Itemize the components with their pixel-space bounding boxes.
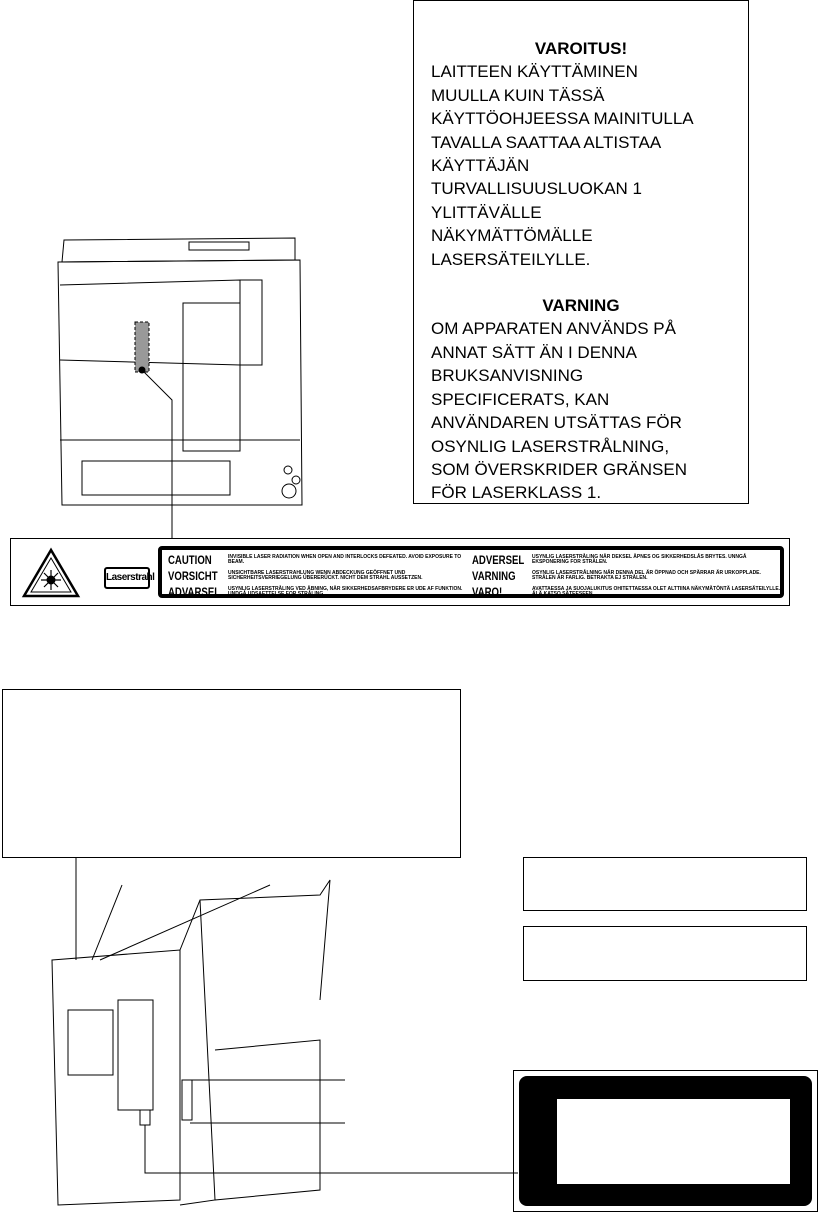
warning-sv-text: OM APPARATEN ANVÄNDS PÅ ANNAT SÄTT ÄN I D… bbox=[431, 317, 748, 504]
laser-caution-label bbox=[10, 538, 790, 606]
label-callout-box-3 bbox=[523, 926, 807, 981]
warning-line: ANNAT SÄTT ÄN I DENNA bbox=[431, 342, 637, 362]
warning-line: LASERSÄTEILYLLE. bbox=[431, 249, 591, 269]
warning-line: SPECIFICERATS, KAN bbox=[431, 389, 610, 409]
warning-line: NÄKYMÄTTÖMÄLLE bbox=[431, 226, 593, 246]
laser-warning-box: VAROITUS! LAITTEEN KÄYTTÄMINEN MUULLA KUI… bbox=[413, 0, 749, 504]
caution-text: OSYNLIG LASERSTRÅLNING NÄR DENNA DEL ÄR … bbox=[532, 569, 761, 581]
warning-line: ANVÄNDAREN UTSÄTTAS FÖR bbox=[431, 413, 682, 433]
caution-row: VARNING OSYNLIG LASERSTRÅLNING NÄR DENNA … bbox=[472, 568, 782, 584]
warning-line: OSYNLIG LASERSTRÅLNING, bbox=[431, 436, 670, 456]
caution-heading: ADVERSEL bbox=[472, 553, 525, 567]
warning-line: MUULLA KUIN TÄSSÄ bbox=[431, 85, 605, 105]
printer-rear-illustration bbox=[51, 858, 518, 1206]
warning-line: FÖR LASERKLASS 1. bbox=[431, 483, 602, 503]
warning-fi-title: VAROITUS! bbox=[534, 39, 628, 58]
caution-row: ADVERSEL USYNLIG LASERSTRÅLING NÅR DEKSEL… bbox=[472, 552, 782, 568]
warning-line: KÄYTTÄJÄN bbox=[431, 156, 530, 176]
caution-heading: ADVARSEL bbox=[168, 585, 221, 599]
caution-text: USYNLIG LASERSTRÅLING NÅR DEKSEL ÅPNES O… bbox=[532, 553, 747, 565]
warning-line: OM APPARATEN ANVÄNDS PÅ bbox=[431, 319, 676, 339]
caution-row: VORSICHT UNSICHTBARE LASERSTRAHLUNG WENN … bbox=[168, 568, 478, 584]
caution-text: UNSICHTBARE LASERSTRAHLUNG WENN ABDECKUN… bbox=[228, 569, 423, 581]
caution-row: CAUTION INVISIBLE LASER RADIATION WHEN OP… bbox=[168, 552, 478, 568]
label-callout-box-2 bbox=[523, 857, 807, 911]
warning-line: BRUKSANVISNING bbox=[431, 366, 584, 386]
warning-line: KÄYTTÖOHJEESSA MAINITULLA bbox=[431, 109, 694, 129]
warning-line: YLITTÄVÄLLE bbox=[431, 202, 542, 222]
caution-heading: VORSICHT bbox=[168, 569, 218, 583]
label-callout-box bbox=[2, 689, 461, 858]
caution-text: INVISIBLE LASER RADIATION WHEN OPEN AND … bbox=[228, 553, 462, 565]
caution-row: ADVARSEL USYNLIG LASERSTRÅLING VED ÅBNING… bbox=[168, 584, 478, 600]
caution-heading: VARO! bbox=[472, 585, 503, 599]
laser-hazard-icon bbox=[21, 547, 81, 598]
caution-heading: VARNING bbox=[472, 569, 516, 583]
warning-line: TURVALLISUUSLUOKAN 1 bbox=[431, 179, 642, 199]
caution-heading: CAUTION bbox=[168, 553, 212, 567]
warning-line: TAVALLA SAATTAA ALTISTAA bbox=[431, 132, 662, 152]
laserstrahl-tag: Laserstrahl bbox=[104, 567, 155, 589]
printer-front-illustration bbox=[57, 237, 303, 538]
certification-label bbox=[513, 1070, 818, 1212]
warning-fi-text: LAITTEEN KÄYTTÄMINEN MUULLA KUIN TÄSSÄ KÄY… bbox=[431, 60, 748, 271]
caution-row: VARO! AVATTAESSA JA SUOJALUKITUS OHITETTA… bbox=[472, 584, 782, 600]
warning-sv-title: VARNING bbox=[542, 296, 620, 316]
caution-text: AVATTAESSA JA SUOJALUKITUS OHITETTAESSA … bbox=[532, 585, 781, 597]
caution-text: USYNLIG LASERSTRÅLING VED ÅBNING, NÅR SI… bbox=[228, 585, 463, 597]
warning-line: SOM ÖVERSKRIDER GRÄNSEN bbox=[431, 459, 687, 479]
caution-text-panel bbox=[158, 546, 784, 598]
warning-line: LAITTEEN KÄYTTÄMINEN bbox=[431, 62, 638, 82]
